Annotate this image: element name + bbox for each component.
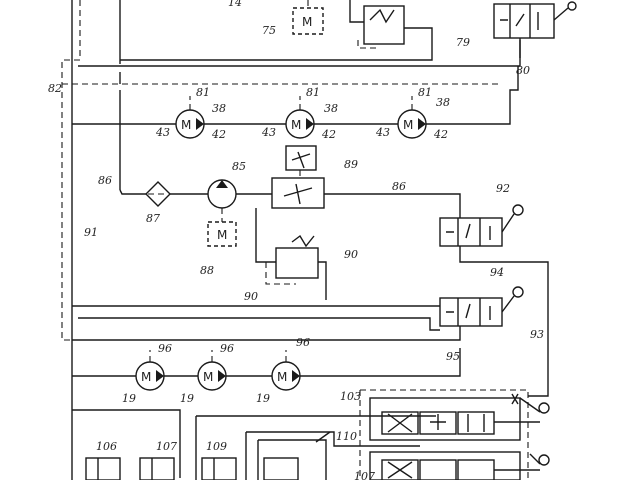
motor-row-96: 95 M 96 19 M 96 19 M 96 19 [72, 336, 461, 405]
motor-88-box [207, 221, 237, 247]
valve-92: 92 [439, 182, 549, 322]
label-42a: 42 [211, 128, 226, 141]
top-region: M 75 14 79 [78, 0, 577, 67]
label-42b: 42 [321, 128, 336, 141]
label-19b: 19 [180, 392, 194, 405]
label-92: 92 [496, 182, 510, 195]
svg-text:M: M [291, 118, 301, 132]
label-93: 93 [530, 328, 544, 341]
label-86a: 86 [98, 174, 112, 187]
label-96a: 96 [158, 342, 172, 355]
cylinder-107 [139, 457, 175, 480]
label-86b: 86 [392, 180, 406, 193]
label-38b: 38 [324, 102, 338, 115]
label-38a: 38 [212, 102, 226, 115]
label-103: 103 [340, 390, 361, 403]
motor-row-38: 80 82 M 81 38 43 42 M 81 38 43 42 M 81 3… [48, 64, 530, 141]
label-38c: 38 [436, 96, 450, 109]
label-110: 110 [336, 430, 357, 443]
label-90b: 90 [244, 290, 258, 303]
label-19a: 19 [122, 392, 136, 405]
label-81b: 81 [306, 86, 320, 99]
motor-75-box [292, 7, 324, 35]
svg-text:M: M [277, 370, 287, 384]
label-42c: 42 [433, 128, 448, 141]
label-89: 89 [344, 158, 358, 171]
label-107: 107 [156, 440, 177, 453]
relief-valve-90: 90 90 [72, 234, 440, 307]
label-87: 87 [146, 212, 160, 225]
svg-text:M: M [403, 118, 413, 132]
cylinder-109 [201, 457, 237, 480]
cylinder-106 [85, 457, 121, 480]
svg-text:M: M [203, 370, 213, 384]
valve-bank: 103 110 107 [72, 389, 550, 480]
flow-control-upper [285, 145, 317, 171]
label-107b: 107 [354, 470, 375, 480]
label-81c: 81 [418, 86, 432, 99]
label-85: 85 [232, 160, 246, 173]
relief-valve-90-body [275, 247, 319, 279]
label-79: 79 [456, 36, 470, 49]
label-75: 75 [262, 24, 276, 37]
label-43b: 43 [261, 126, 276, 139]
svg-text:M: M [217, 228, 227, 242]
label-91: 91 [84, 226, 98, 239]
label-96c: 96 [296, 336, 310, 349]
relief-valve-top [363, 5, 405, 45]
cylinders: 106 107 109 [85, 440, 299, 480]
label-94: 94 [490, 266, 504, 279]
label-82: 82 [48, 82, 62, 95]
label-88: 88 [200, 264, 214, 277]
label-43a: 43 [155, 126, 170, 139]
svg-text:M: M [141, 370, 151, 384]
main-vertical-lines [61, 0, 500, 480]
label-81a: 81 [196, 86, 210, 99]
label-19c: 19 [256, 392, 270, 405]
svg-text:M: M [181, 118, 191, 132]
label-106: 106 [96, 440, 117, 453]
motor-75-letter: M [302, 15, 312, 29]
label-109: 109 [206, 440, 227, 453]
label-96b: 96 [220, 342, 234, 355]
valve-top-right [493, 3, 555, 39]
valve-94: 94 93 91 [72, 226, 549, 397]
label-14: 14 [228, 0, 242, 9]
cylinder-110 [263, 457, 299, 480]
label-80: 80 [516, 64, 530, 77]
label-43c: 43 [375, 126, 390, 139]
label-95: 95 [446, 350, 460, 363]
label-90a: 90 [344, 248, 358, 261]
pump-region: 86 87 85 M 88 89 86 [98, 145, 461, 277]
